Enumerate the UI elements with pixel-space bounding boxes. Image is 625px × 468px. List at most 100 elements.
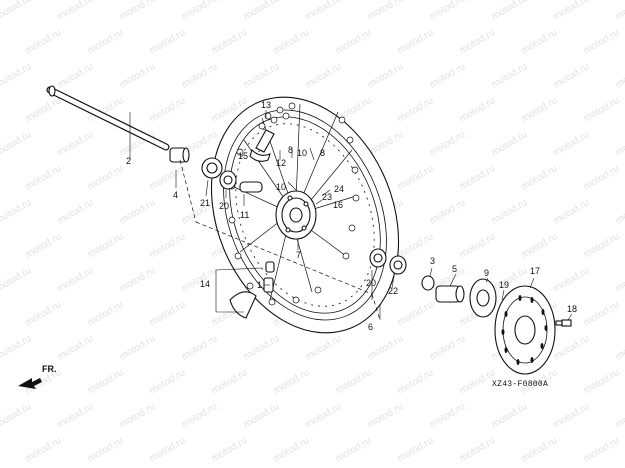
watermark-text: motod.ru [118,265,158,294]
callout-18: 18 [567,304,577,314]
speedometer-gearbox [469,278,497,318]
watermark-text: motod.ru [304,401,344,430]
callout-12: 12 [276,158,286,168]
watermark-text: motod.ru [614,0,625,23]
watermark-text: motod.ru [334,367,374,396]
watermark-text: motod.ru [56,401,96,430]
watermark-text: motod.ru [56,0,96,23]
watermark-text: motod.ru [458,163,498,192]
watermark-text: motod.ru [552,61,592,90]
watermark-text: motod.ru [304,333,344,362]
watermark-text: motod.ru [148,95,188,124]
watermark-text: motod.ru [118,333,158,362]
watermark-text: motod.ru [56,129,96,158]
disc-bolt [555,319,572,327]
watermark-text: motod.ru [552,333,592,362]
watermark-text: motod.ru [614,129,625,158]
watermark-text: motod.ru [242,333,282,362]
watermark-text: motod.ru [86,367,126,396]
callout-2: 2 [126,156,131,166]
watermark-text: motod.ru [582,95,622,124]
watermark-text: motod.ru [458,95,498,124]
watermark-text: motod.ru [304,0,344,23]
watermark-text: motod.ru [56,197,96,226]
watermark-text: motod.ru [148,299,188,328]
watermark-text: motod.ru [180,401,220,430]
callout-4: 4 [173,190,178,200]
watermark-text: motod.ru [334,435,374,464]
collar-left [169,147,190,163]
hub [275,190,317,240]
watermark-text: motod.ru [0,197,33,226]
callout-15: 15 [238,151,248,161]
watermark-text: motod.ru [582,299,622,328]
watermark-text: motod.ru [428,197,468,226]
spoke-nipples [228,102,360,306]
watermark-text: motod.ru [56,61,96,90]
watermark-text: motod.ru [118,0,158,23]
watermark-text: motod.ru [552,129,592,158]
watermark-text: motod.ru [366,333,406,362]
watermark-text: motod.ru [56,265,96,294]
axle [46,85,170,151]
watermark-text: motod.ru [118,401,158,430]
watermark-text: motod.ru [490,0,530,23]
watermark-text: motod.ru [396,27,436,56]
watermark-text: motod.ru [242,61,282,90]
watermark-text: motod.ru [24,299,64,328]
rim-lock [249,129,275,162]
callout-24: 24 [334,184,344,194]
callout-1: 1 [257,280,262,290]
callout-21: 21 [200,198,210,208]
watermark-text: motod.ru [428,333,468,362]
watermark-text: motod.ru [210,435,250,464]
callout-13: 13 [261,100,271,110]
callout-8-right: 8 [320,148,325,158]
watermark-text: motod.ru [272,27,312,56]
watermark-text: motod.ru [0,129,33,158]
watermark-text: motod.ru [366,401,406,430]
bearings-left [201,157,263,193]
watermark-text: motod.ru [272,367,312,396]
watermark-text: motod.ru [582,27,622,56]
callout-16: 16 [333,200,343,210]
watermark-text: motod.ru [56,333,96,362]
watermark-text: motod.ru [180,333,220,362]
watermark-text: motod.ru [148,435,188,464]
watermark-text: motod.ru [210,367,250,396]
callout-10-hub: 10 [276,182,286,192]
callout-14: 14 [200,279,210,289]
front-direction-label: FR. [42,364,57,374]
watermark-text: motod.ru [428,61,468,90]
watermark-text: motod.ru [614,61,625,90]
watermark-text: motod.ru [582,367,622,396]
callout-10-top: 10 [297,148,307,158]
watermark-text: motod.ru [0,333,33,362]
watermark-text: motod.ru [24,27,64,56]
watermark-text: motod.ru [180,61,220,90]
watermark-text: motod.ru [396,435,436,464]
watermark-text: motod.ru [242,0,282,23]
callout-23: 23 [322,192,332,202]
watermark-text: motod.ru [396,95,436,124]
watermark-text: motod.ru [86,163,126,192]
watermark-text: motod.ru [552,0,592,23]
watermark-text: motod.ru [396,299,436,328]
watermark-text: motod.ru [272,435,312,464]
watermark-text: motod.ru [552,265,592,294]
callout-labels: 2 4 13 15 12 8 10 8 10 21 20 11 7 23 24 … [126,100,577,332]
side-collar [421,275,465,303]
callout-3: 3 [430,256,435,266]
watermark-text: motod.ru [520,27,560,56]
watermark-text: motod.ru [428,0,468,23]
watermark-text: motod.ru [180,0,220,23]
brake-disc [494,285,556,375]
callout-17: 17 [530,266,540,276]
watermark-text: motod.ru [614,333,625,362]
watermark-text: motod.ru [118,197,158,226]
watermark-text: motod.ru [614,401,625,430]
watermark-text: motod.ru [148,231,188,260]
watermark-text: motod.ru [614,265,625,294]
watermark-text: motod.ru [366,0,406,23]
callout-5: 5 [452,264,457,274]
